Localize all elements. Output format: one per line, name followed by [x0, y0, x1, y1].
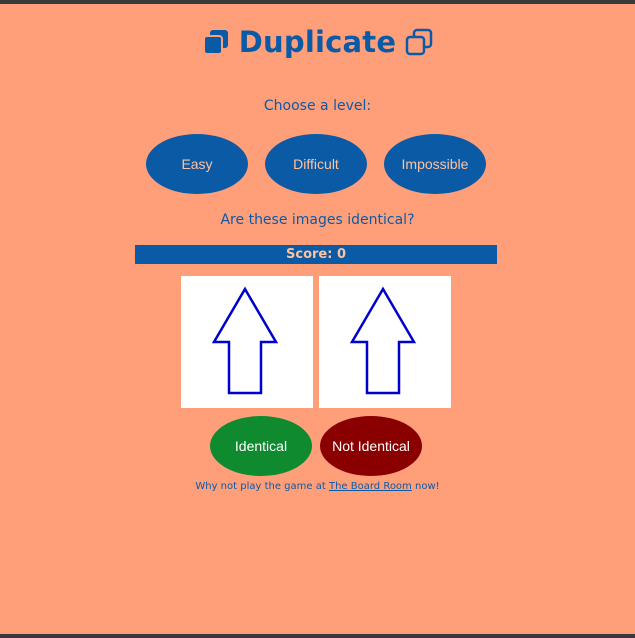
question-text: Are these images identical? — [220, 212, 415, 228]
window-top-border — [0, 0, 635, 4]
score-bar: Score: 0 — [135, 245, 497, 264]
footer-suffix: now! — [414, 481, 440, 492]
left-image — [181, 276, 313, 408]
window-bottom-border — [0, 634, 635, 638]
stacked-squares-icon — [201, 27, 231, 57]
level-buttons: Easy Difficult Impossible — [0, 134, 635, 194]
app-header: Duplicate — [0, 22, 635, 62]
up-arrow-icon — [349, 286, 417, 395]
level-prompt: Choose a level: — [263, 98, 372, 114]
not-identical-button[interactable]: Not Identical — [320, 416, 422, 476]
app-title: Duplicate — [238, 25, 397, 59]
impossible-button[interactable]: Impossible — [384, 134, 486, 194]
up-arrow-icon — [211, 286, 279, 395]
right-image — [319, 276, 451, 408]
footer-prefix: Why not play the game at — [195, 481, 326, 492]
board-room-link[interactable]: The Board Room — [328, 481, 412, 492]
easy-button[interactable]: Easy — [146, 134, 248, 194]
copy-icon — [404, 27, 434, 57]
footer-text: Why not play the game at The Board Room … — [0, 481, 635, 492]
score-label: Score: 0 — [286, 247, 346, 262]
difficult-button[interactable]: Difficult — [265, 134, 367, 194]
identical-button[interactable]: Identical — [210, 416, 312, 476]
